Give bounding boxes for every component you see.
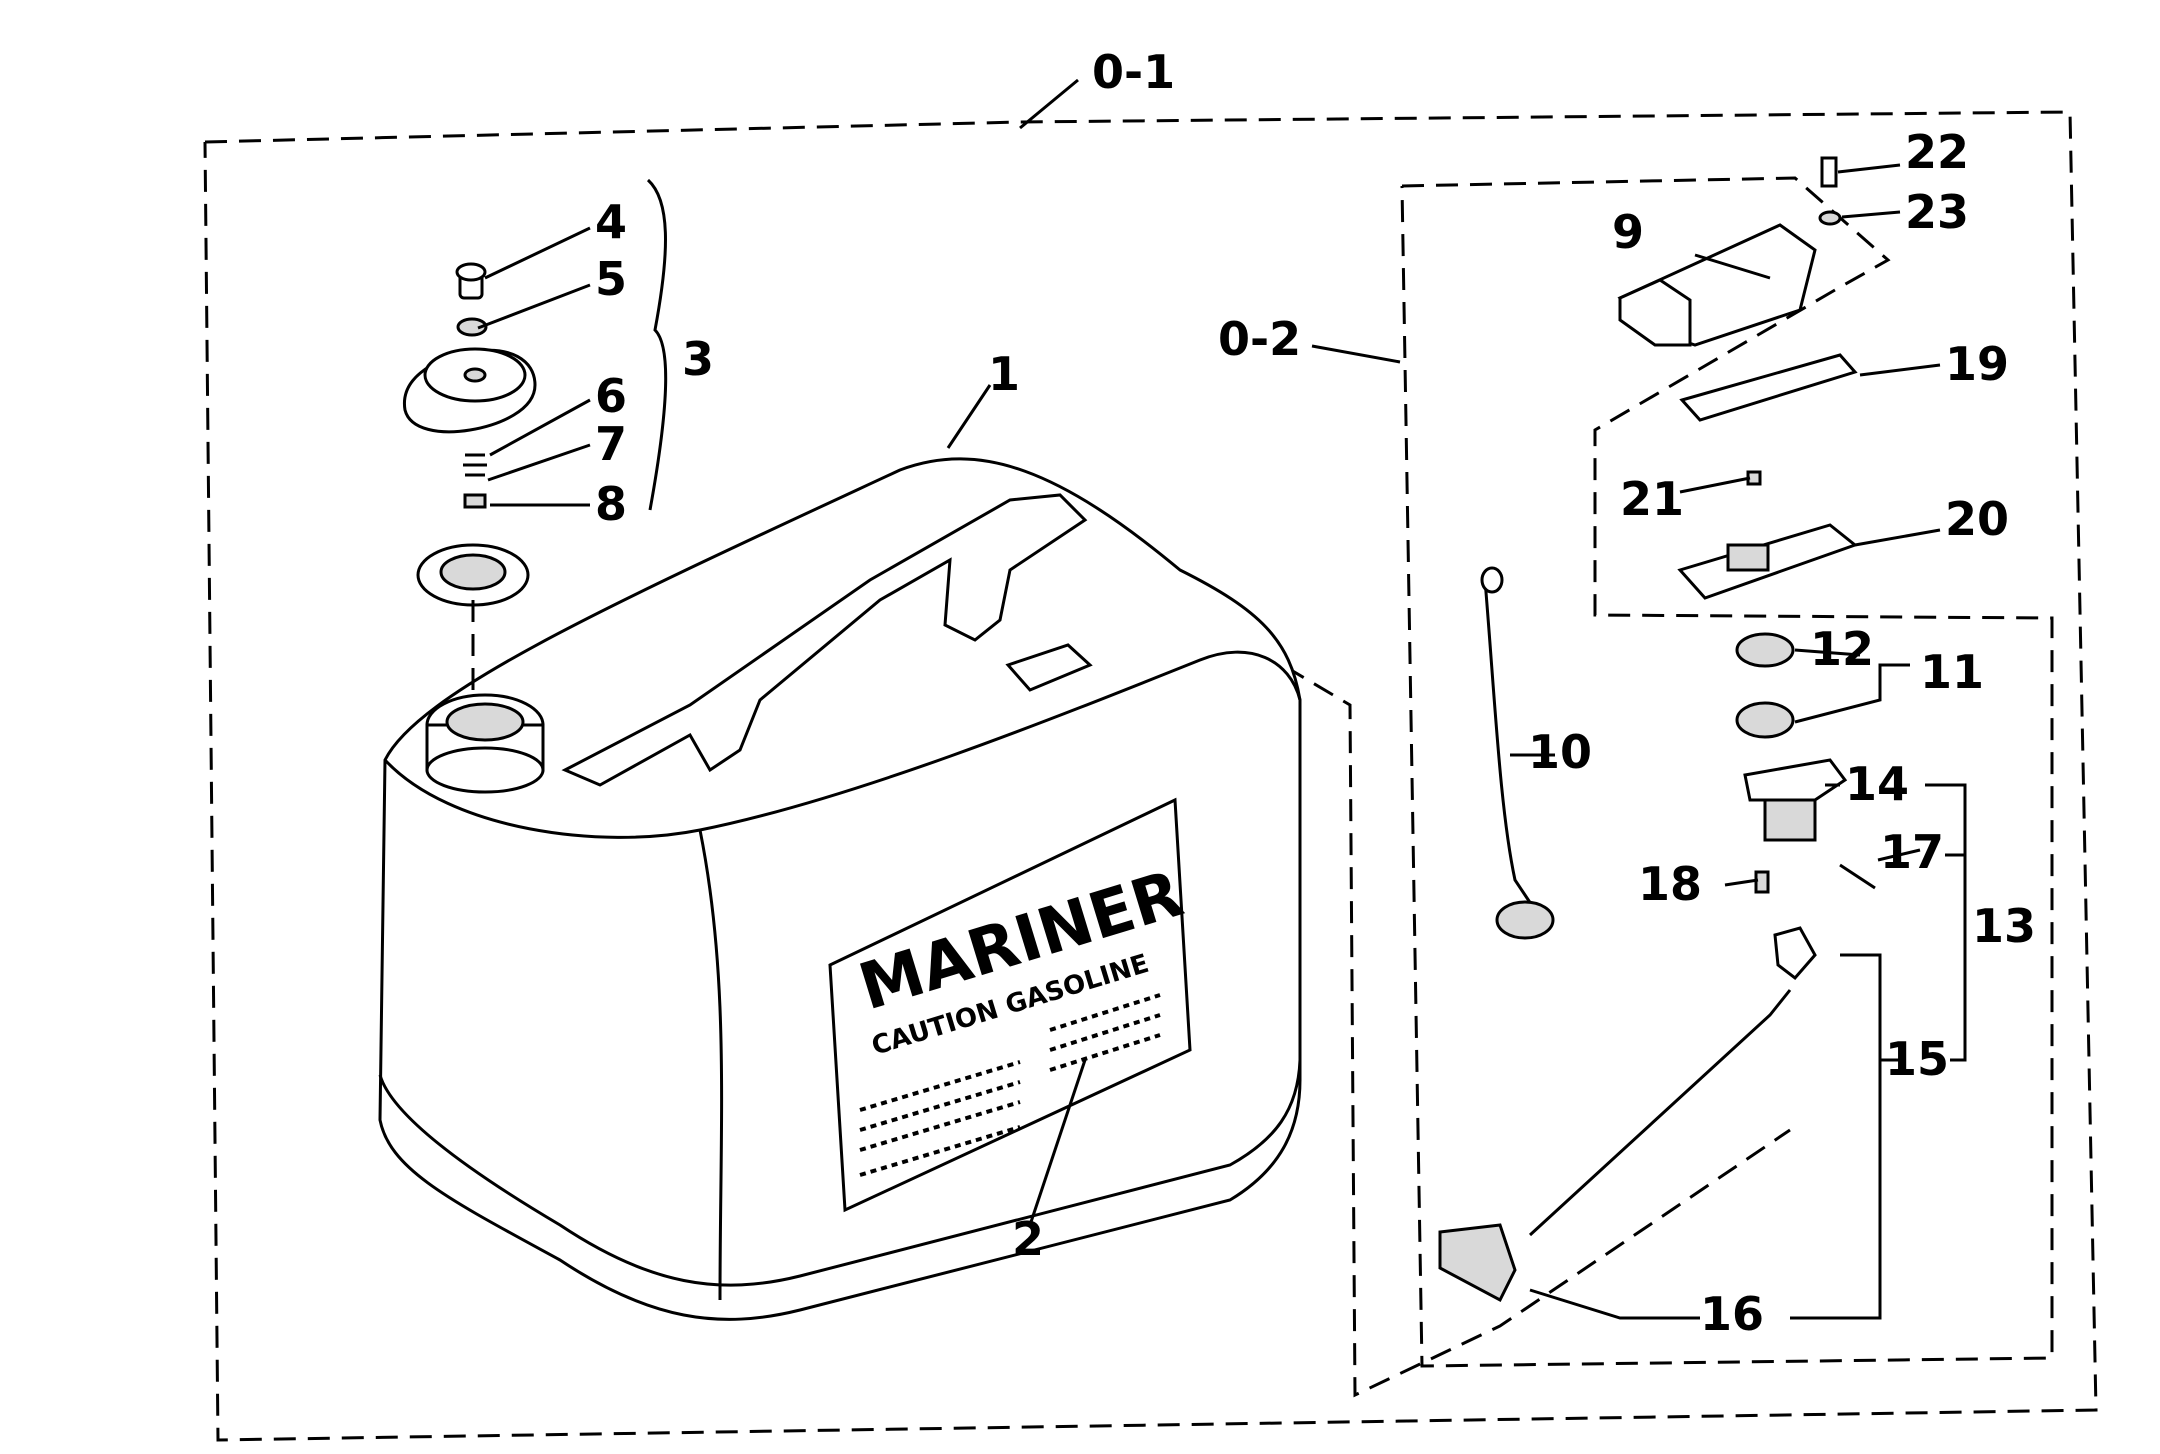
leader-lines bbox=[477, 163, 1967, 1320]
callout-18: 18 bbox=[1638, 857, 1702, 911]
assembly-boundary-0-1 bbox=[203, 78, 2098, 1442]
callout-1: 1 bbox=[988, 347, 1020, 401]
callout-20: 20 bbox=[1945, 492, 2009, 546]
callout-3: 3 bbox=[682, 332, 714, 386]
callout-17: 17 bbox=[1880, 825, 1944, 879]
tank-warning-label: MARINER CAUTION GASOLINE bbox=[828, 797, 1192, 1213]
callout-21: 21 bbox=[1620, 472, 1684, 526]
callout-14: 14 bbox=[1845, 757, 1909, 811]
callout-0-2: 0-2 bbox=[1218, 312, 1301, 366]
callout-19: 19 bbox=[1945, 337, 2009, 391]
callout-9: 9 bbox=[1612, 205, 1644, 259]
callout-7: 7 bbox=[595, 417, 627, 471]
callout-12: 12 bbox=[1810, 622, 1874, 676]
callout-15: 15 bbox=[1885, 1032, 1949, 1086]
callout-4: 4 bbox=[595, 195, 627, 249]
callout-16: 16 bbox=[1700, 1287, 1764, 1341]
callout-labels: 0-1 0-2 1 2 3 4 5 6 7 8 9 10 11 12 13 14… bbox=[595, 45, 2036, 1341]
fuel-gauge-parts bbox=[1438, 156, 1876, 1303]
callout-0-1: 0-1 bbox=[1092, 45, 1175, 99]
callout-13: 13 bbox=[1972, 899, 2036, 953]
filler-cap-assembly bbox=[402, 262, 537, 700]
callout-8: 8 bbox=[595, 477, 627, 531]
callout-10: 10 bbox=[1528, 725, 1592, 779]
callout-2: 2 bbox=[1012, 1212, 1044, 1266]
callout-23: 23 bbox=[1905, 185, 1969, 239]
callout-5: 5 bbox=[595, 252, 627, 306]
callout-6: 6 bbox=[595, 369, 627, 423]
callout-22: 22 bbox=[1905, 125, 1969, 179]
callout-11: 11 bbox=[1920, 645, 1984, 699]
